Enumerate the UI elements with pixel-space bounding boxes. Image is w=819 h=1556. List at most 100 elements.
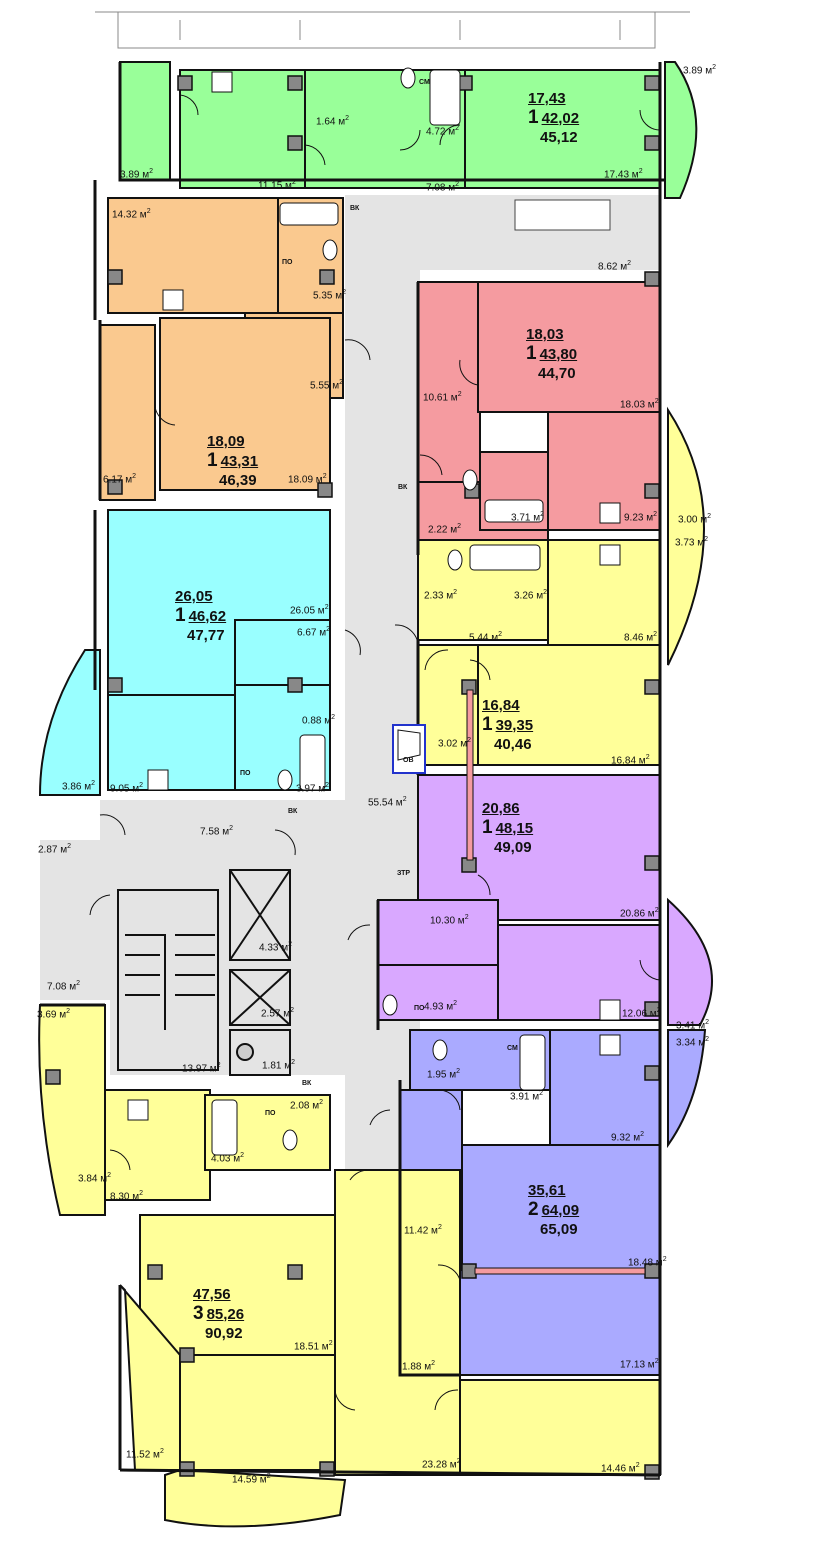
apartment-living-area: 18,09 bbox=[207, 433, 245, 450]
room-area-unit-sup: 2 bbox=[627, 260, 632, 267]
room-area-value: 8.46 м bbox=[624, 632, 654, 644]
room-area-label: 3.41 м2 bbox=[676, 1019, 709, 1031]
room-area-unit-sup: 2 bbox=[654, 398, 659, 405]
room-area-unit-sup: 2 bbox=[107, 1172, 112, 1179]
apt-orange bbox=[99, 197, 344, 501]
apartment-full-area: 44,70 bbox=[538, 365, 576, 382]
room-area-value: 3.86 м bbox=[62, 781, 92, 793]
room-area-value: 3.71 м bbox=[511, 512, 541, 524]
apartment-rooms: 1 bbox=[207, 450, 218, 471]
room-area-label: 4.72 м2 bbox=[426, 125, 459, 137]
room-area-label: 12.06 м2 bbox=[622, 1007, 661, 1019]
room-area-unit-sup: 2 bbox=[149, 168, 154, 175]
room-area-unit-sup: 2 bbox=[654, 907, 659, 914]
fixture-tag: СМ bbox=[419, 79, 430, 86]
room-area-label: 2.87 м2 bbox=[38, 843, 71, 855]
room-area-unit-sup: 2 bbox=[266, 1473, 271, 1480]
room-area-unit-sup: 2 bbox=[291, 1059, 296, 1066]
room-area-label: 14.32 м2 bbox=[112, 208, 151, 220]
room-area-value: 3.73 м bbox=[675, 537, 705, 549]
room-area-unit-sup: 2 bbox=[705, 1036, 710, 1043]
room-area-label: 18.51 м2 bbox=[294, 1340, 333, 1352]
fixture-tag: СМ bbox=[507, 1045, 518, 1052]
room-area-unit-sup: 2 bbox=[139, 1190, 144, 1197]
room-area-unit-sup: 2 bbox=[705, 1019, 710, 1026]
room-area-label: 18.09 м2 bbox=[288, 473, 327, 485]
apartment-rooms: 2 bbox=[528, 1199, 539, 1220]
fixture-tag: ВК bbox=[398, 484, 408, 491]
room-area-label: 9.05 м2 bbox=[110, 782, 143, 794]
room-area-value: 3.89 м bbox=[683, 65, 713, 77]
room-area-label: 14.59 м2 bbox=[232, 1473, 271, 1485]
fixture-tag: ПО bbox=[240, 770, 251, 777]
room-area-value: 11.42 м bbox=[404, 1225, 438, 1237]
room-area-unit-sup: 2 bbox=[456, 1068, 461, 1075]
apartment-living-area: 18,03 bbox=[526, 326, 564, 343]
room-area-value: 3.91 м bbox=[510, 1091, 540, 1103]
room-area-value: 18.03 м bbox=[620, 399, 655, 411]
ov-shaft bbox=[392, 724, 426, 774]
room-area-unit-sup: 2 bbox=[437, 1224, 442, 1231]
room-area-unit-sup: 2 bbox=[291, 179, 296, 186]
room-area-label: 16.84 м2 bbox=[611, 754, 650, 766]
room-area-value: 6.67 м bbox=[297, 627, 327, 639]
room-area-unit-sup: 2 bbox=[453, 1000, 458, 1007]
apartment-total-area: 48,15 bbox=[495, 819, 534, 837]
room-area-label: 3.00 м2 bbox=[678, 513, 711, 525]
apartment-full-area: 49,09 bbox=[494, 839, 532, 856]
room-area-label: 3.89 м2 bbox=[683, 64, 716, 76]
apartment-rooms: 3 bbox=[193, 1303, 204, 1324]
room-area-value: 23.28 м bbox=[422, 1459, 457, 1471]
room-area-label: 6.67 м2 bbox=[297, 626, 330, 638]
room-area-unit-sup: 2 bbox=[66, 1008, 71, 1015]
room-area-unit-sup: 2 bbox=[467, 737, 472, 744]
doors bbox=[89, 94, 661, 1411]
apt-violet bbox=[377, 774, 713, 1026]
apartment-living-area: 47,56 bbox=[193, 1286, 231, 1303]
room-area-label: 3.97 м2 bbox=[296, 782, 329, 794]
room-area-value: 3.02 м bbox=[438, 738, 468, 750]
fixture-tag: ПО bbox=[282, 259, 293, 266]
room-area-unit-sup: 2 bbox=[457, 523, 462, 530]
apartment-rooms: 1 bbox=[175, 605, 186, 626]
room-area-label: 3.73 м2 bbox=[675, 536, 708, 548]
room-area-label: 7.08 м2 bbox=[426, 181, 459, 193]
room-area-value: 13.97 м bbox=[182, 1063, 217, 1075]
room-area-unit-sup: 2 bbox=[456, 1458, 461, 1465]
apartment-full-area: 40,46 bbox=[494, 736, 532, 753]
room-area-label: 2.08 м2 bbox=[290, 1099, 323, 1111]
apartment-living-area: 35,61 bbox=[528, 1182, 566, 1199]
room-area-value: 2.33 м bbox=[424, 590, 454, 602]
room-area-value: 3.41 м bbox=[676, 1020, 706, 1032]
room-area-value: 18.51 м bbox=[294, 1341, 329, 1353]
room-area-value: 2.08 м bbox=[290, 1100, 320, 1112]
room-area-label: 1.81 м2 bbox=[262, 1059, 295, 1071]
room-area-unit-sup: 2 bbox=[539, 1090, 544, 1097]
apartment-rooms: 1 bbox=[526, 343, 537, 364]
room-area-value: 6.17 м bbox=[103, 474, 133, 486]
stairs-elevators bbox=[117, 199, 611, 1076]
room-area-value: 1.64 м bbox=[316, 116, 346, 128]
room-area-unit-sup: 2 bbox=[635, 1462, 640, 1469]
room-area-label: 5.55 м2 bbox=[310, 379, 343, 391]
room-area-value: 3.34 м bbox=[676, 1037, 706, 1049]
room-area-label: 3.86 м2 bbox=[62, 780, 95, 792]
room-area-value: 12.06 м bbox=[622, 1008, 657, 1020]
room-area-value: 0.88 м bbox=[302, 715, 332, 727]
room-area-label: 9.23 м2 bbox=[624, 511, 657, 523]
room-area-unit-sup: 2 bbox=[319, 1099, 324, 1106]
room-area-value: 2.57 м bbox=[261, 1008, 291, 1020]
apartment-rooms: 1 bbox=[528, 107, 539, 128]
apt-yellow-left bbox=[38, 1004, 661, 1528]
room-area-label: 7.58 м2 bbox=[200, 825, 233, 837]
room-area-label: 11.52 м2 bbox=[126, 1448, 164, 1460]
room-area-label: 2.33 м2 bbox=[424, 589, 457, 601]
room-area-unit-sup: 2 bbox=[453, 589, 458, 596]
room-area-unit-sup: 2 bbox=[216, 1062, 221, 1069]
room-area-value: 7.58 м bbox=[200, 826, 230, 838]
room-area-label: 23.28 м2 bbox=[422, 1458, 461, 1470]
room-area-unit-sup: 2 bbox=[707, 513, 712, 520]
